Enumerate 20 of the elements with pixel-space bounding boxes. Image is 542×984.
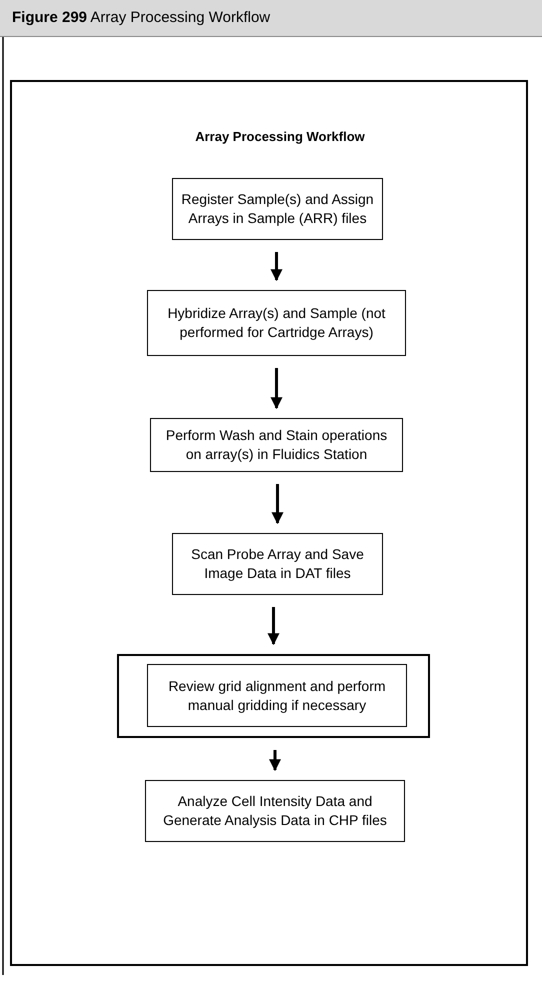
process-box bbox=[150, 418, 403, 472]
arrow bbox=[272, 484, 284, 524]
process-box bbox=[145, 780, 405, 842]
arrow bbox=[270, 252, 282, 282]
arrow bbox=[270, 368, 282, 410]
arrow bbox=[269, 750, 281, 772]
process-box bbox=[147, 290, 406, 356]
process-box bbox=[172, 533, 383, 595]
step-text: Scan Probe Array and Save Image Data in DAT files bbox=[190, 545, 365, 583]
process-box bbox=[147, 664, 407, 727]
process-box bbox=[172, 178, 383, 240]
frame-box bbox=[117, 654, 430, 738]
step-text: Register Sample(s) and Assign Arrays in Sample (ARR) files bbox=[180, 190, 375, 228]
step-text: Hybridize Array(s) and Sample (not performed for Cartridge Arrays) bbox=[166, 304, 386, 342]
step-text: Analyze Cell Intensity Data and Generate Analysis Data in CHP files bbox=[162, 792, 388, 830]
step-text: Review grid alignment and perform manual gridding if necessary bbox=[167, 676, 387, 714]
figure-title: Figure 299 Array Processing Workflow bbox=[12, 9, 270, 26]
diagram-heading: Array Processing Workflow bbox=[194, 128, 366, 146]
arrow bbox=[268, 607, 280, 646]
step-text: Perform Wash and Stain operations on array(s) in Fluidics Station bbox=[164, 426, 388, 464]
